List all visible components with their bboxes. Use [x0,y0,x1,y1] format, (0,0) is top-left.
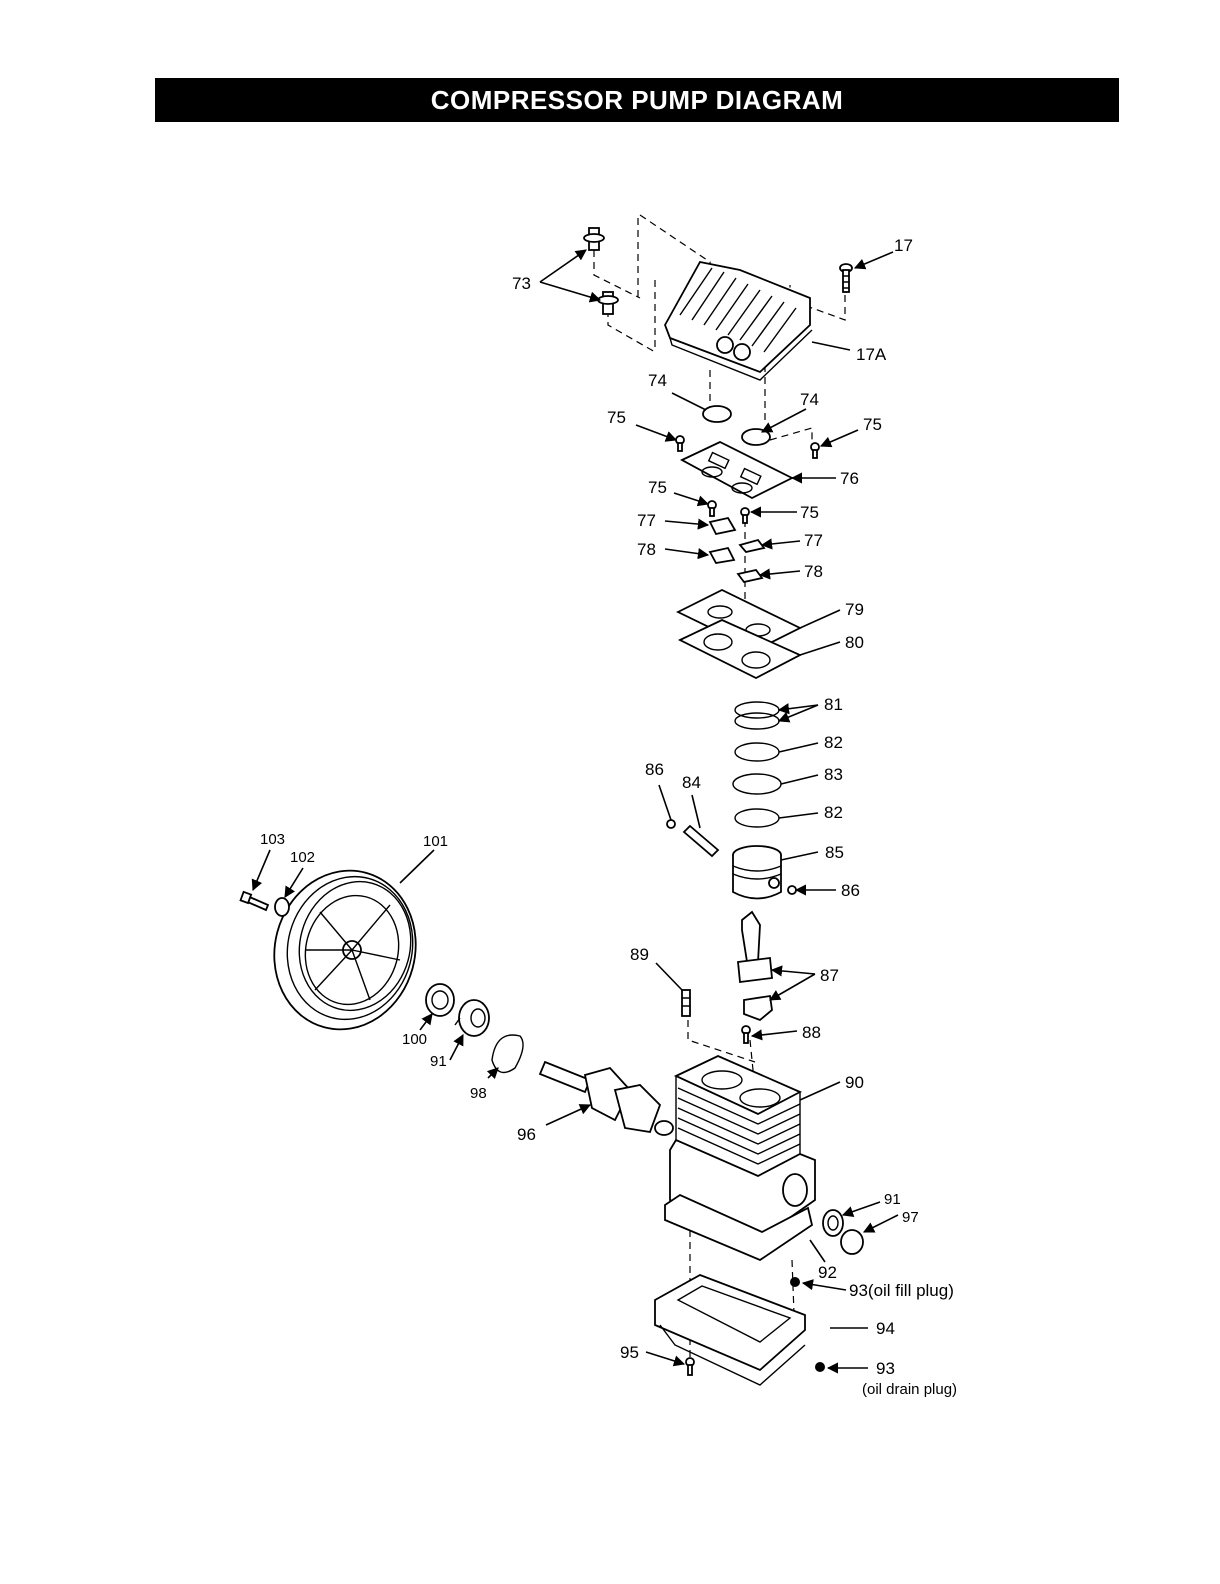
label-81: 81 [824,695,843,714]
label-75-top-right: 75 [863,415,882,434]
label-79: 79 [845,600,864,619]
label-90: 90 [845,1073,864,1092]
label-76: 76 [840,469,859,488]
part-84-piston-pin [682,824,720,858]
part-75-screws [675,435,820,524]
label-98: 98 [470,1085,487,1102]
part-81-83-piston-rings [732,701,782,828]
part-74-valve-caps [702,405,771,446]
label-102: 102 [290,849,315,866]
part-77-78-reeds [708,516,766,584]
label-80: 80 [845,633,864,652]
label-74-right: 74 [800,390,819,409]
label-82-upper: 82 [824,733,843,752]
part-89-dipstick [681,989,691,1017]
label-17a: 17A [856,345,887,364]
part-91-97-bearing-plug [822,1209,864,1255]
leader-lines [251,249,899,1374]
label-78-right: 78 [804,562,823,581]
label-91-right: 91 [884,1191,901,1208]
label-94: 94 [876,1319,895,1338]
part-73-studs [583,227,619,315]
part-76-valve-plate [680,440,795,500]
part-100-seal [425,983,455,1017]
part-17a-cylinder-head [664,260,813,381]
label-77-right: 77 [804,531,823,550]
part-102-washer [274,897,290,917]
label-83: 83 [824,765,843,784]
part-85-piston [732,845,782,900]
label-96: 96 [517,1125,536,1144]
part-94-base [654,1274,806,1386]
part-91-bearing-left [454,999,490,1037]
label-85: 85 [825,843,844,862]
label-93-oil-fill-plug: 93(oil fill plug) [849,1281,954,1300]
label-77-left: 77 [637,511,656,530]
label-75-mid-right: 75 [800,503,819,522]
part-labels: 17 17A 73 74 74 75 75 76 75 75 77 77 78 … [260,236,957,1398]
part-103-bolt [239,890,270,912]
label-87: 87 [820,966,839,985]
label-oil-drain-plug-note: (oil drain plug) [862,1381,957,1398]
label-75-top-left: 75 [607,408,626,427]
part-87-connecting-rod [737,910,773,1022]
label-95: 95 [620,1343,639,1362]
label-17: 17 [894,236,913,255]
label-100: 100 [402,1031,427,1048]
part-101-flywheel [273,869,417,1031]
label-74-left: 74 [648,371,667,390]
label-101: 101 [423,833,448,850]
part-96-crankshaft [538,1060,674,1136]
part-79-80-gaskets [675,588,803,680]
label-86-right: 86 [841,881,860,900]
label-97: 97 [902,1209,919,1226]
part-90-crankcase [664,1055,816,1262]
label-93-oil-drain: 93 [876,1359,895,1378]
page-title: COMPRESSOR PUMP DIAGRAM [155,78,1119,122]
part-93-plugs [790,1277,825,1372]
label-86-left: 86 [645,760,664,779]
label-92: 92 [818,1263,837,1282]
label-75-mid-left: 75 [648,478,667,497]
label-88: 88 [802,1023,821,1042]
part-88-bolt [741,1025,751,1044]
part-98-gasket [491,1034,524,1074]
label-84: 84 [682,773,701,792]
label-78-left: 78 [637,540,656,559]
label-89: 89 [630,945,649,964]
label-91-left: 91 [430,1053,447,1070]
label-82-lower: 82 [824,803,843,822]
part-17-bolt [839,263,853,293]
label-103: 103 [260,831,285,848]
label-73: 73 [512,274,531,293]
part-95-bolt [685,1357,695,1376]
